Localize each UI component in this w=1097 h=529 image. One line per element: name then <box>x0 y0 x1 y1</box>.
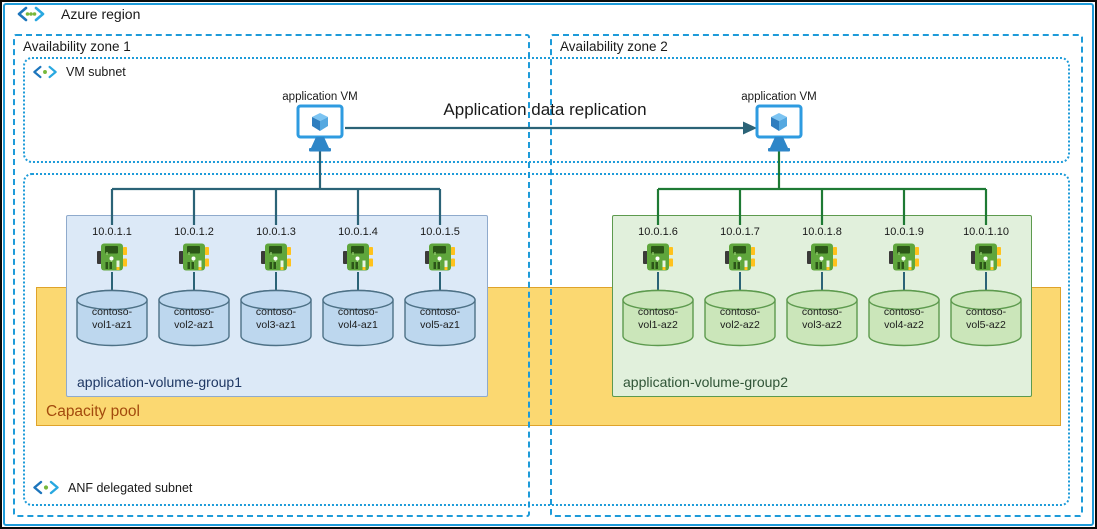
nic-volume-connector <box>275 272 277 290</box>
storage-volume-cylinder-icon: contoso-vol3-az2 <box>785 289 859 347</box>
volume-name-label: contoso-vol5-az2 <box>965 306 1007 331</box>
vm-subnet-label: VM subnet <box>66 65 126 79</box>
vm-subnet-box: VM subnet <box>23 57 1070 163</box>
network-interface-icon <box>97 243 127 271</box>
volume-column: 10.0.1.7 contoso-vol2-az2 <box>698 215 782 355</box>
volume-group2-label: application-volume-group2 <box>623 374 788 390</box>
application-vm-label: application VM <box>741 91 817 103</box>
storage-volume-cylinder-icon: contoso-vol2-az2 <box>703 289 777 347</box>
availability-zone-1-label: Availability zone 1 <box>23 39 131 54</box>
capacity-pool-label: Capacity pool <box>46 403 140 420</box>
anf-delegated-subnet-label: ANF delegated subnet <box>68 480 193 495</box>
volume-column: 10.0.1.3 contoso-vol3-az1 <box>234 215 318 355</box>
volume-name-label: contoso-vol5-az1 <box>419 306 461 331</box>
storage-volume-cylinder-icon: contoso-vol5-az1 <box>403 289 477 347</box>
volume-name-label: contoso-vol1-az2 <box>637 306 679 331</box>
network-interface-icon <box>889 243 919 271</box>
storage-volume-cylinder-icon: contoso-vol3-az1 <box>239 289 313 347</box>
volume-column: 10.0.1.1 contoso-vol1-az1 <box>70 215 154 355</box>
nic-volume-connector <box>357 272 359 290</box>
availability-zone-1-box: Availability zone 1 <box>13 34 530 517</box>
volume-name-label: contoso-vol4-az2 <box>883 306 925 331</box>
volume-ip-label: 10.0.1.10 <box>963 226 1009 238</box>
nic-volume-connector <box>739 272 741 290</box>
volume-name-label: contoso-vol2-az1 <box>173 306 215 331</box>
network-interface-icon <box>179 243 209 271</box>
azure-region-box <box>3 3 1094 526</box>
availability-zone-2-label: Availability zone 2 <box>560 39 668 54</box>
virtual-machine-icon <box>754 104 804 152</box>
application-data-replication-label: Application data replication <box>443 100 647 119</box>
volume-column: 10.0.1.6 contoso-vol1-az2 <box>616 215 700 355</box>
volume-column: 10.0.1.8 contoso-vol3-az2 <box>780 215 864 355</box>
azure-region-label: Azure region <box>61 6 141 22</box>
network-interface-icon <box>343 243 373 271</box>
volume-ip-label: 10.0.1.3 <box>256 226 296 238</box>
volume-ip-label: 10.0.1.9 <box>884 226 924 238</box>
volume-column: 10.0.1.4 contoso-vol4-az1 <box>316 215 400 355</box>
azure-region-header: Azure region <box>17 6 140 22</box>
nic-volume-connector <box>193 272 195 290</box>
nic-volume-connector <box>111 272 113 290</box>
volume-ip-label: 10.0.1.1 <box>92 226 132 238</box>
volume-ip-label: 10.0.1.5 <box>420 226 460 238</box>
network-interface-icon <box>261 243 291 271</box>
storage-volume-cylinder-icon: contoso-vol1-az1 <box>75 289 149 347</box>
storage-volume-cylinder-icon: contoso-vol4-az1 <box>321 289 395 347</box>
volume-group1-label: application-volume-group1 <box>77 374 242 390</box>
volume-name-label: contoso-vol1-az1 <box>91 306 133 331</box>
virtual-network-brackets-icon <box>17 6 45 22</box>
storage-volume-cylinder-icon: contoso-vol4-az2 <box>867 289 941 347</box>
storage-volume-cylinder-icon: contoso-vol2-az1 <box>157 289 231 347</box>
volume-ip-label: 10.0.1.4 <box>338 226 378 238</box>
nic-volume-connector <box>821 272 823 290</box>
application-vm-label: application VM <box>282 91 358 103</box>
network-interface-icon <box>425 243 455 271</box>
volume-column: 10.0.1.10 contoso-vol5-az2 <box>944 215 1028 355</box>
subnet-brackets-icon <box>33 480 59 495</box>
nic-volume-connector <box>439 272 441 290</box>
network-interface-icon <box>971 243 1001 271</box>
volume-ip-label: 10.0.1.6 <box>638 226 678 238</box>
volume-ip-label: 10.0.1.8 <box>802 226 842 238</box>
storage-volume-cylinder-icon: contoso-vol1-az2 <box>621 289 695 347</box>
volume-name-label: contoso-vol4-az1 <box>337 306 379 331</box>
volume-name-label: contoso-vol3-az2 <box>801 306 843 331</box>
volume-column: 10.0.1.9 contoso-vol4-az2 <box>862 215 946 355</box>
storage-volume-cylinder-icon: contoso-vol5-az2 <box>949 289 1023 347</box>
volume-name-label: contoso-vol3-az1 <box>255 306 297 331</box>
volume-name-label: contoso-vol2-az2 <box>719 306 761 331</box>
volume-column: 10.0.1.5 contoso-vol5-az1 <box>398 215 482 355</box>
availability-zone-2-box: Availability zone 2 <box>550 34 1083 517</box>
subnet-brackets-icon <box>33 65 57 79</box>
nic-volume-connector <box>985 272 987 290</box>
volume-column: 10.0.1.2 contoso-vol2-az1 <box>152 215 236 355</box>
anf-delegated-subnet-box: ANF delegated subnet <box>23 173 1070 506</box>
network-interface-icon <box>807 243 837 271</box>
virtual-machine-icon <box>295 104 345 152</box>
volume-ip-label: 10.0.1.7 <box>720 226 760 238</box>
nic-volume-connector <box>903 272 905 290</box>
network-interface-icon <box>725 243 755 271</box>
nic-volume-connector <box>657 272 659 290</box>
volume-ip-label: 10.0.1.2 <box>174 226 214 238</box>
network-interface-icon <box>643 243 673 271</box>
